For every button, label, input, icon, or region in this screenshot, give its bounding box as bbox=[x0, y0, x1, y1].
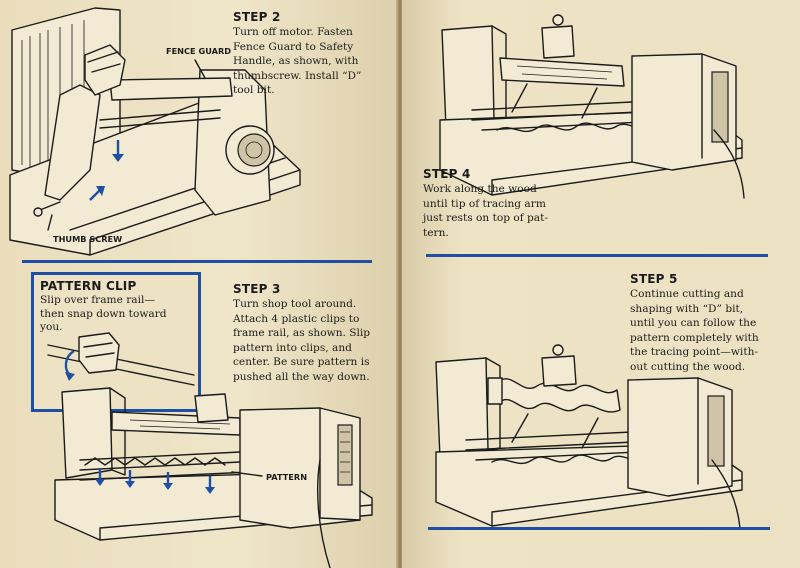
step5-line: Continue cutting and bbox=[630, 288, 744, 300]
step5-illustration bbox=[435, 344, 743, 529]
step5-line: shaping with “D” bit, bbox=[630, 302, 744, 315]
step4-text: Work along the wood until tip of tracing… bbox=[423, 182, 548, 240]
step4-illustration bbox=[439, 14, 745, 199]
left-divider-rule bbox=[22, 260, 372, 263]
step3-heading: STEP 3 bbox=[233, 282, 281, 296]
step3-illustration bbox=[54, 387, 373, 568]
step2-line: Handle, as shown, with bbox=[233, 55, 359, 68]
step2-line: Turn off motor. Fasten bbox=[233, 26, 353, 38]
right-divider-rule-bottom bbox=[428, 527, 770, 530]
step2-line: thumbscrew. Install “D” bbox=[233, 69, 362, 82]
thumb-screw-label: THUMB SCREW bbox=[53, 234, 123, 244]
step4-line: tern. bbox=[423, 226, 449, 239]
pattern-clip-heading: PATTERN CLIP bbox=[40, 279, 137, 293]
fence-guard-label: FENCE GUARD bbox=[166, 46, 232, 56]
step4-heading: STEP 4 bbox=[423, 167, 471, 181]
pattern-clip-illustration bbox=[47, 332, 195, 386]
step3-line: pushed all the way down. bbox=[233, 370, 370, 383]
step4-line: just rests on top of pat- bbox=[423, 212, 548, 225]
step2-line: tool bit. bbox=[233, 84, 275, 97]
step2-line: Fence Guard to Safety bbox=[233, 40, 354, 53]
step3-line: Attach 4 plastic clips to bbox=[233, 312, 360, 325]
step3-line: pattern into clips, and bbox=[233, 341, 352, 354]
step5-heading: STEP 5 bbox=[630, 272, 678, 286]
step5-line: out cutting the wood. bbox=[630, 360, 746, 373]
step3-line: center. Be sure pattern is bbox=[233, 356, 370, 369]
book-gutter bbox=[396, 0, 404, 568]
pattern-clip-line: then snap down toward bbox=[40, 307, 167, 320]
step2-text: Turn off motor. Fasten Fence Guard to Sa… bbox=[233, 25, 361, 98]
pattern-clip-text: Slip over frame rail— then snap down tow… bbox=[40, 294, 167, 335]
pattern-clip-line: you. bbox=[40, 321, 63, 333]
step5-line: the tracing point—with- bbox=[630, 346, 758, 359]
pattern-clip-box: PATTERN CLIP Slip over frame rail— then … bbox=[31, 272, 201, 412]
step4-line: Work along the wood bbox=[423, 183, 537, 195]
pattern-clip-line: Slip over frame rail— bbox=[40, 294, 155, 306]
step3-line: frame rail, as shown. Slip bbox=[233, 327, 371, 340]
right-page: STEP 4 Work along the wood until tip of … bbox=[402, 0, 800, 568]
step3-line: Turn shop tool around. bbox=[233, 298, 357, 310]
left-page: FENCE GUARD THUMB SCREW STEP 2 Turn off … bbox=[0, 0, 398, 568]
step4-line: until tip of tracing arm bbox=[423, 197, 546, 210]
step3-text: Turn shop tool around. Attach 4 plastic … bbox=[233, 297, 370, 385]
step2-illustration bbox=[9, 7, 301, 256]
step5-line: pattern completely with bbox=[630, 331, 759, 344]
right-divider-rule-top bbox=[426, 254, 768, 257]
step5-line: until you can follow the bbox=[630, 317, 757, 330]
pattern-label: PATTERN bbox=[266, 472, 308, 482]
step5-text: Continue cutting and shaping with “D” bi… bbox=[630, 287, 759, 375]
step2-heading: STEP 2 bbox=[233, 10, 281, 24]
